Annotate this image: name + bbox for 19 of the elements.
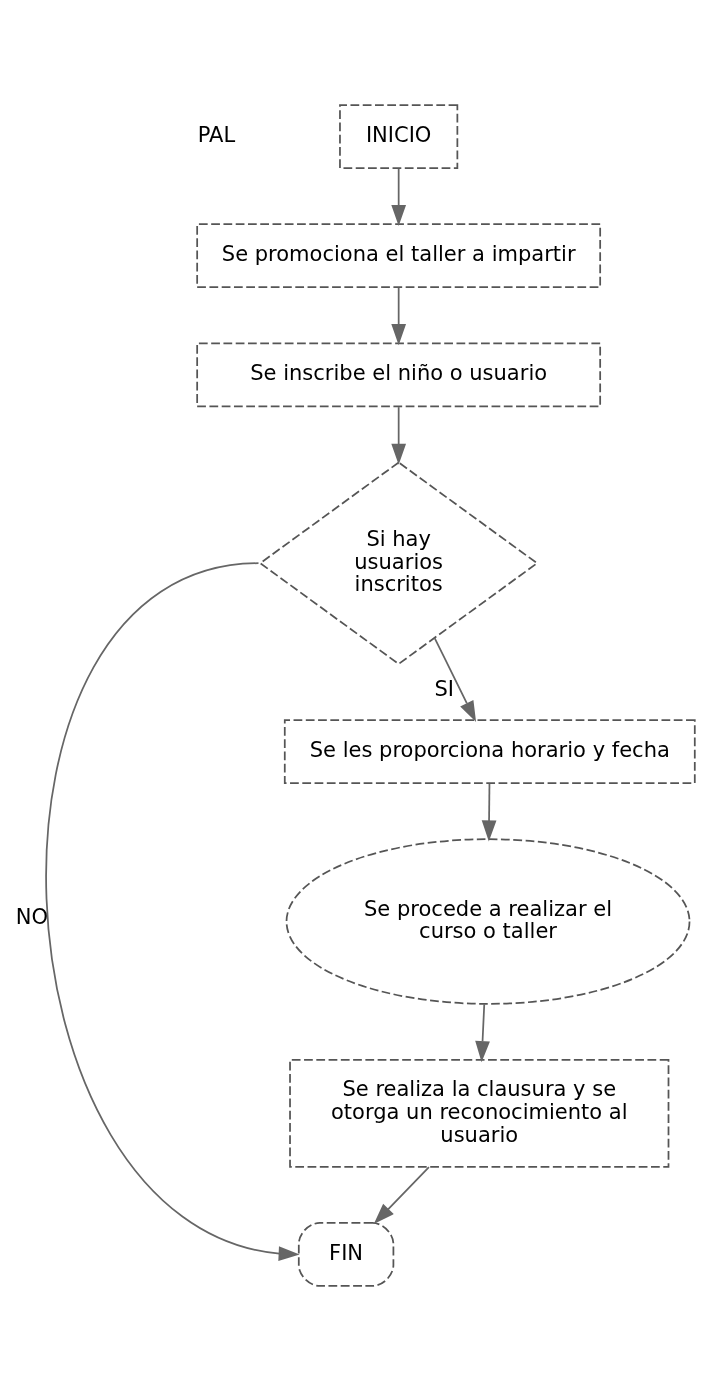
node-box: Se realiza la clausura y se otorga un reconocimiento al usuario (289, 1059, 670, 1168)
label: PAL (197, 121, 236, 147)
edge-label: NO (15, 903, 48, 929)
node-box: INICIO (339, 104, 459, 169)
node-box: FIN (297, 1222, 395, 1287)
node-box: Se inscribe el niño o usuario (196, 342, 602, 408)
arrow (373, 1166, 430, 1225)
arrow (391, 406, 407, 465)
node-ellipse: Se procede a realizar el curso o taller (285, 838, 691, 1005)
node-box: Se les proporciona horario y fecha (283, 719, 696, 784)
edge-label: SI (434, 675, 455, 701)
arrow (391, 286, 407, 346)
node-diamond: Si hay usuarios inscritos (258, 461, 539, 666)
arrow (481, 782, 497, 842)
arrow (475, 1003, 490, 1063)
node-box: Se promociona el taller a impartir (196, 223, 602, 289)
arrow (391, 167, 407, 226)
arrow (433, 637, 477, 722)
arrow (45, 562, 300, 1261)
